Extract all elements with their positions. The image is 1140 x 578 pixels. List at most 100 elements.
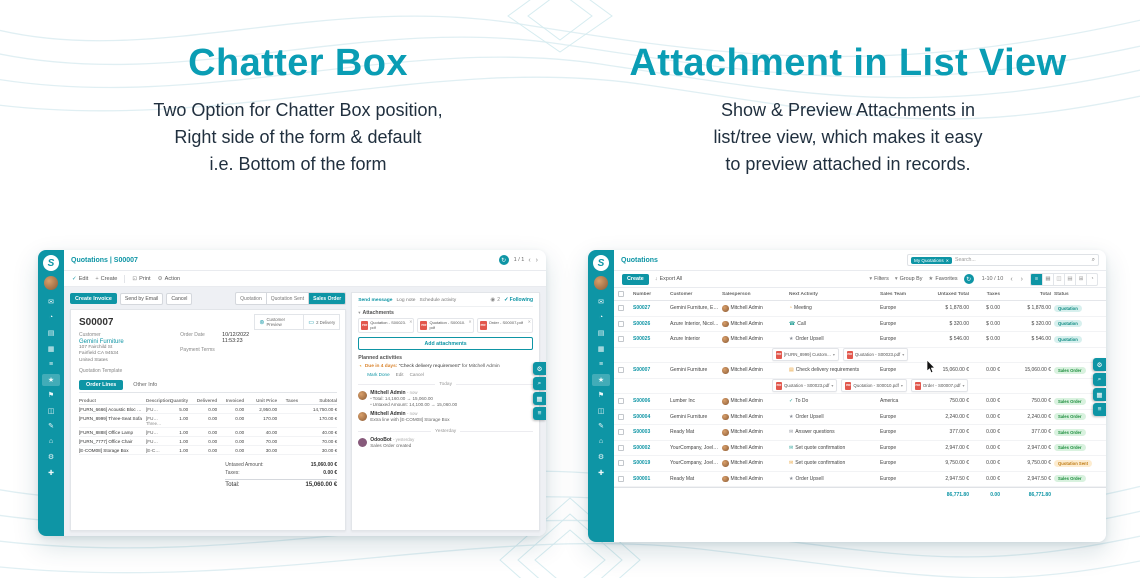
breadcrumb[interactable]: Quotations | S00007 xyxy=(71,256,138,264)
attachment-chip[interactable]: PDF Quotation - S00023.pdf ▾ xyxy=(772,379,838,393)
refresh-icon[interactable]: ↻ xyxy=(498,255,509,265)
next-activity-cell[interactable]: ★Order Upsell xyxy=(789,413,824,420)
attachment-chip[interactable]: PDF [FURN_8999] Custom... ▾ xyxy=(772,348,839,362)
order-line-row[interactable]: [E-COM08] Storage Box [E-COM08] Storage … xyxy=(79,446,338,456)
col-quantity[interactable]: Quantity xyxy=(169,397,189,403)
sidebar-app-icon[interactable]: ≡ xyxy=(48,360,54,368)
order-line-row[interactable]: [FURN_7777] Office Chair [FURN_7777] Off… xyxy=(79,437,338,447)
chevron-down-icon[interactable]: ▾ xyxy=(900,383,903,389)
col-taxes[interactable]: Taxes xyxy=(986,291,1000,297)
close-icon[interactable]: ✕ xyxy=(945,257,949,263)
table-row[interactable]: S00019 YourCompany, Joel Willis Mitchell… xyxy=(614,456,1106,472)
user-avatar[interactable] xyxy=(44,276,58,290)
attachment-chip[interactable]: PDF Quotation - S00010.pdf ✕ xyxy=(417,318,474,334)
next-activity-cell[interactable]: ▤Check delivery requirements xyxy=(789,367,860,374)
chevron-down-icon[interactable]: ▾ xyxy=(831,383,834,389)
table-row[interactable]: S00002 YourCompany, Joel Willis Mitchell… xyxy=(614,441,1106,456)
pager-prev-icon[interactable]: ‹ xyxy=(528,256,531,264)
col-subtotal[interactable]: Subtotal xyxy=(319,397,338,403)
sidebar-app-icon[interactable]: ▤ xyxy=(47,330,55,338)
attachment-chip[interactable]: PDF Order - S00007.pdf ✕ xyxy=(476,318,533,334)
sidebar-app-icon[interactable]: ✚ xyxy=(598,469,604,477)
next-activity-cell[interactable]: ◔Meeting xyxy=(789,305,812,312)
table-row[interactable]: S00007 Gemini Furniture Mitchell Admin ▤… xyxy=(614,363,1106,379)
mark-done-button[interactable]: Mark Done xyxy=(367,372,390,378)
next-activity-cell[interactable]: ✉Set quote confirmation xyxy=(789,444,846,451)
table-row[interactable]: S00027 Gemini Furniture, Edwin Hansen Mi… xyxy=(614,301,1106,317)
app-logo[interactable]: S xyxy=(43,255,59,271)
sidebar-app-icon[interactable]: ✉ xyxy=(598,299,604,307)
col-status[interactable]: Status xyxy=(1054,291,1069,297)
col-untaxed-total[interactable]: Untaxed Total xyxy=(937,291,969,297)
chevron-down-icon[interactable]: ▾ xyxy=(962,383,965,389)
following-button[interactable]: ✓ Following xyxy=(503,297,533,303)
col-sales-team[interactable]: Sales Team xyxy=(880,291,907,297)
side-tool-icon[interactable]: ⌕ xyxy=(533,377,546,390)
col-unit-price[interactable]: Unit Price xyxy=(256,397,278,403)
app-logo[interactable]: S xyxy=(593,255,609,271)
sidebar-app-icon[interactable]: ◔ xyxy=(598,314,604,322)
col-salesperson[interactable]: Salesperson xyxy=(722,291,751,297)
chevron-down-icon[interactable]: ▾ xyxy=(832,352,835,358)
delivery-stat-button[interactable]: ▭ 2 Delivery xyxy=(304,314,341,330)
chevron-down-icon[interactable]: ▾ xyxy=(902,352,905,358)
create-button[interactable]: Create xyxy=(622,273,649,285)
customer-preview-stat-button[interactable]: ⊚ Customer Preview xyxy=(254,314,305,330)
edit-button[interactable]: ✓ Edit xyxy=(72,275,89,282)
sidebar-app-icon[interactable]: ✉ xyxy=(48,299,54,307)
side-tool-icon[interactable]: ▦ xyxy=(1093,388,1106,401)
sidebar-app-icon[interactable]: ⌂ xyxy=(48,438,54,446)
send-by-email-button[interactable]: Send by Email xyxy=(119,292,164,305)
favorites-button[interactable]: ★ Favorites xyxy=(928,276,958,282)
attachment-chip[interactable]: PDF Quotation - S00023.pdf ✕ xyxy=(358,318,415,334)
attachment-chip[interactable]: PDF Quotation - S00010.pdf ▾ xyxy=(841,379,907,393)
calendar-view-icon[interactable]: ⊞ xyxy=(1075,273,1086,285)
row-checkbox[interactable] xyxy=(618,429,624,436)
customer-link[interactable]: Gemini Furniture xyxy=(79,339,124,345)
create-invoice-button[interactable]: Create Invoice xyxy=(70,293,117,304)
order-date-value[interactable]: 10/12/2022 11:53:23 xyxy=(222,332,250,344)
sidebar-app-icon[interactable]: ★ xyxy=(42,373,60,386)
sidebar-app-icon[interactable]: ▦ xyxy=(47,345,55,353)
next-activity-cell[interactable]: ★Order Upsell xyxy=(789,336,824,343)
row-checkbox[interactable] xyxy=(618,444,624,451)
order-line-row[interactable]: [FURN_8999] Three-Seat Sofa [FURN_8999] … xyxy=(79,414,338,429)
chevron-down-icon[interactable]: ▾ xyxy=(358,310,361,315)
pager-prev-icon[interactable]: ‹ xyxy=(1010,275,1013,283)
sidebar-app-icon[interactable]: ▤ xyxy=(597,330,605,338)
filters-button[interactable]: ▾ Filters xyxy=(869,276,889,282)
next-activity-cell[interactable]: ★Order Upsell xyxy=(789,475,824,482)
remove-attachment-icon[interactable]: ✕ xyxy=(409,319,413,324)
table-row[interactable]: S00026 Azure Interior, Nicole Ford Mitch… xyxy=(614,317,1106,332)
attachment-chip[interactable]: PDF Quotation - S00023.pdf ▾ xyxy=(842,348,909,362)
sidebar-app-icon[interactable]: ✎ xyxy=(48,423,54,431)
graph-view-icon[interactable]: ▤ xyxy=(1064,273,1075,285)
breadcrumb[interactable]: Quotations xyxy=(621,256,658,264)
sidebar-app-icon[interactable]: ▦ xyxy=(597,345,605,353)
sidebar-app-icon[interactable]: ◫ xyxy=(47,407,55,415)
col-total[interactable]: Total xyxy=(1039,291,1051,297)
sidebar-app-icon[interactable]: ≡ xyxy=(598,360,604,368)
sidebar-app-icon[interactable]: ⚑ xyxy=(597,392,605,400)
remove-attachment-icon[interactable]: ✕ xyxy=(527,319,531,324)
row-checkbox[interactable] xyxy=(618,305,624,312)
side-tool-icon[interactable]: ▦ xyxy=(533,392,546,405)
col-invoiced[interactable]: Invoiced xyxy=(225,397,245,403)
row-checkbox[interactable] xyxy=(618,398,624,405)
side-tool-icon[interactable]: ≡ xyxy=(1093,403,1106,416)
create-button[interactable]: + Create xyxy=(95,275,118,282)
row-checkbox[interactable] xyxy=(618,367,624,374)
order-line-row[interactable]: [FURN_8888] Office Lamp [FURN_8888] Offi… xyxy=(79,428,338,438)
sidebar-app-icon[interactable]: ⌂ xyxy=(598,438,604,446)
side-tool-icon[interactable]: ⚙ xyxy=(1093,358,1106,371)
schedule-activity-button[interactable]: Schedule activity xyxy=(419,297,457,303)
sidebar-app-icon[interactable]: ⚑ xyxy=(47,392,55,400)
next-activity-cell[interactable]: ☎Call xyxy=(789,320,806,327)
stage-quotation[interactable]: Quotation xyxy=(240,295,262,302)
remove-attachment-icon[interactable]: ✕ xyxy=(468,319,472,324)
sidebar-app-icon[interactable]: ★ xyxy=(592,373,610,386)
col-product[interactable]: Product xyxy=(79,397,97,403)
row-checkbox[interactable] xyxy=(618,475,624,482)
col-customer[interactable]: Customer xyxy=(670,291,693,297)
refresh-icon[interactable]: ↻ xyxy=(963,274,974,284)
